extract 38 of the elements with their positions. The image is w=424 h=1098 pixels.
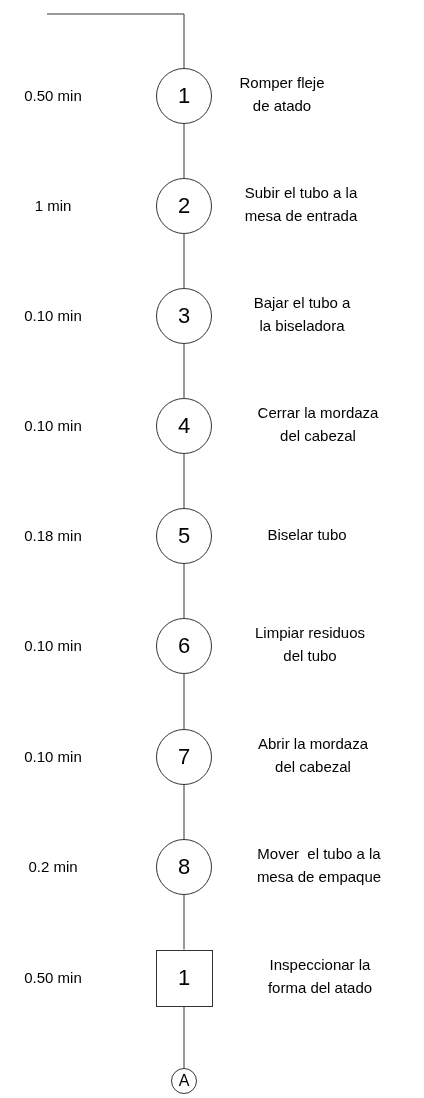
activity-description: Romper fleje de atado xyxy=(238,73,326,116)
connector-line xyxy=(183,563,185,619)
duration-label: 0.10 min xyxy=(23,749,83,765)
duration-label: 0.2 min xyxy=(27,859,79,875)
duration-label: 0.10 min xyxy=(23,638,83,654)
duration-label: 1 min xyxy=(33,198,73,214)
operation-circle: 2 xyxy=(156,178,212,234)
duration-label: 0.50 min xyxy=(23,970,83,986)
connector-line xyxy=(183,673,185,730)
operation-circle: 6 xyxy=(156,618,212,674)
connector-line xyxy=(183,343,185,399)
connector-line xyxy=(46,13,185,69)
connector-line xyxy=(183,233,185,289)
operation-circle: 8 xyxy=(156,839,212,895)
duration-label: 0.10 min xyxy=(23,308,83,324)
activity-description: Inspeccionar la forma del atado xyxy=(266,955,374,998)
activity-description: Limpiar residuos del tubo xyxy=(253,623,366,666)
duration-label: 0.10 min xyxy=(23,418,83,434)
operation-circle: 3 xyxy=(156,288,212,344)
activity-description: Abrir la mordaza del cabezal xyxy=(256,734,369,777)
connector-line xyxy=(183,894,185,950)
operation-circle: 1 xyxy=(156,68,212,124)
operation-circle: 4 xyxy=(156,398,212,454)
connector-circle: A xyxy=(171,1068,197,1094)
operation-circle: 7 xyxy=(156,729,212,785)
activity-description: Subir el tubo a la mesa de entrada xyxy=(243,183,359,226)
duration-label: 0.18 min xyxy=(23,528,83,544)
duration-label: 0.50 min xyxy=(23,88,83,104)
activity-description: Biselar tubo xyxy=(266,524,348,545)
inspection-square: 1 xyxy=(155,949,213,1007)
connector-line xyxy=(183,123,185,179)
connector-line xyxy=(183,1006,185,1069)
connector-line xyxy=(183,453,185,509)
activity-description: Bajar el tubo a la biseladora xyxy=(252,293,352,336)
activity-description: Cerrar la mordaza del cabezal xyxy=(256,403,380,446)
activity-description: Mover el tubo a la mesa de empaque xyxy=(255,844,383,887)
connector-line xyxy=(183,784,185,840)
operation-circle: 5 xyxy=(156,508,212,564)
